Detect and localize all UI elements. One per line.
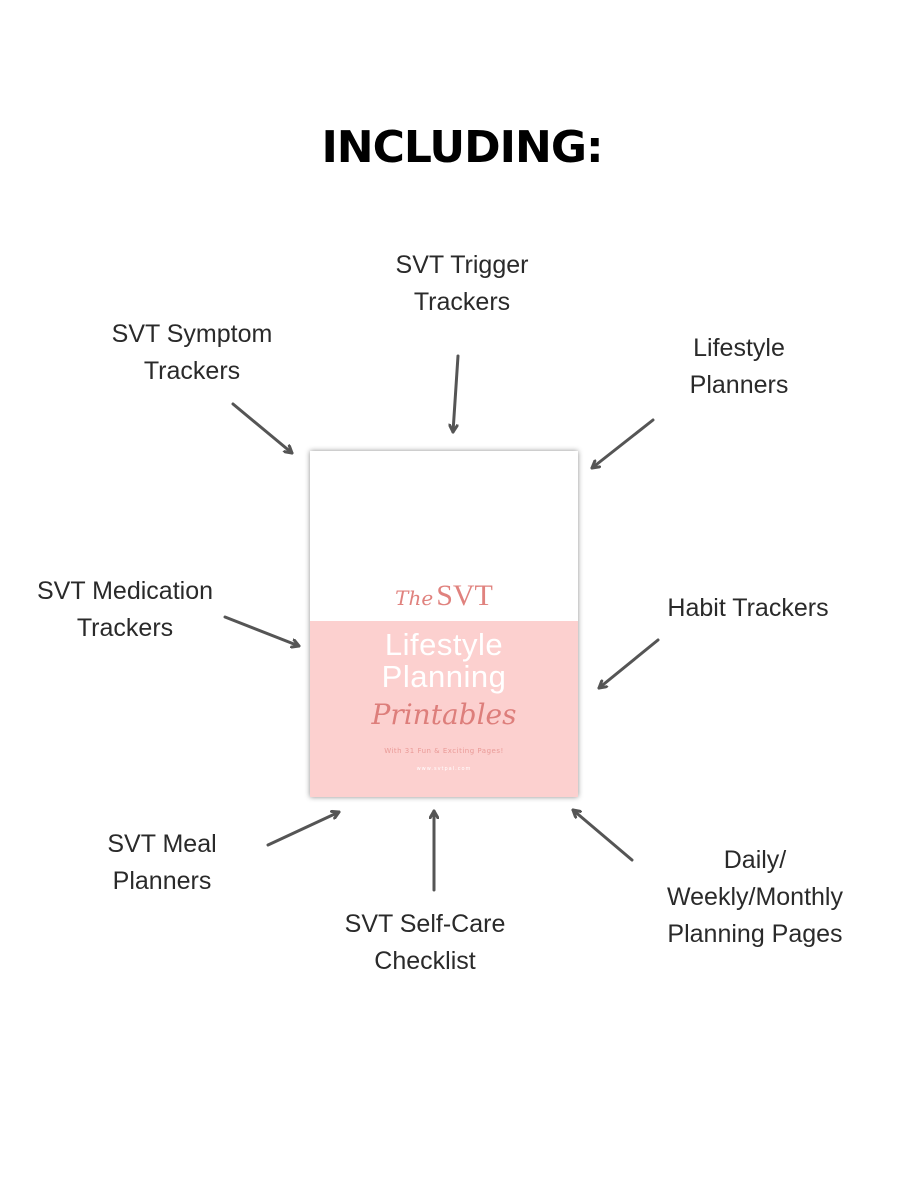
label-habit-trackers: Habit Trackers — [667, 594, 829, 622]
arrow-icon — [231, 402, 294, 455]
cover-top-panel — [310, 451, 578, 621]
arrow-icon — [453, 354, 460, 434]
label-symptom-trackers: SVT Symptom Trackers — [111, 320, 273, 385]
label-meal-planners: SVT Meal Planners — [107, 830, 217, 895]
cover-bottom-panel — [310, 621, 578, 797]
page-heading: INCLUDING: — [321, 122, 603, 173]
cover-title-printables: Printables — [371, 698, 517, 731]
arrow-icon — [597, 638, 660, 690]
arrow-icon — [223, 615, 301, 646]
cover-title-planning: Planning — [381, 659, 507, 694]
label-self-care-checklist: SVT Self-Care Checklist — [344, 910, 506, 975]
cover-title-lifestyle: Lifestyle — [384, 627, 504, 662]
arrow-icon — [590, 418, 655, 470]
cover-url: www.svtpal.com — [416, 766, 472, 772]
label-planning-pages: Daily/ Weekly/Monthly Planning Pages — [667, 846, 843, 948]
arrow-icon — [266, 812, 341, 847]
cover-brand-the: The — [395, 586, 434, 610]
label-trigger-trackers: SVT Trigger Trackers — [395, 251, 529, 316]
label-lifestyle-planners: Lifestyle Planners — [689, 334, 789, 399]
cover-brand-svt: SVT — [436, 579, 493, 612]
arrow-icon — [571, 808, 634, 862]
label-medication-trackers: SVT Medication Trackers — [36, 577, 213, 642]
cover-tagline: With 31 Fun & Exciting Pages! — [384, 747, 504, 755]
